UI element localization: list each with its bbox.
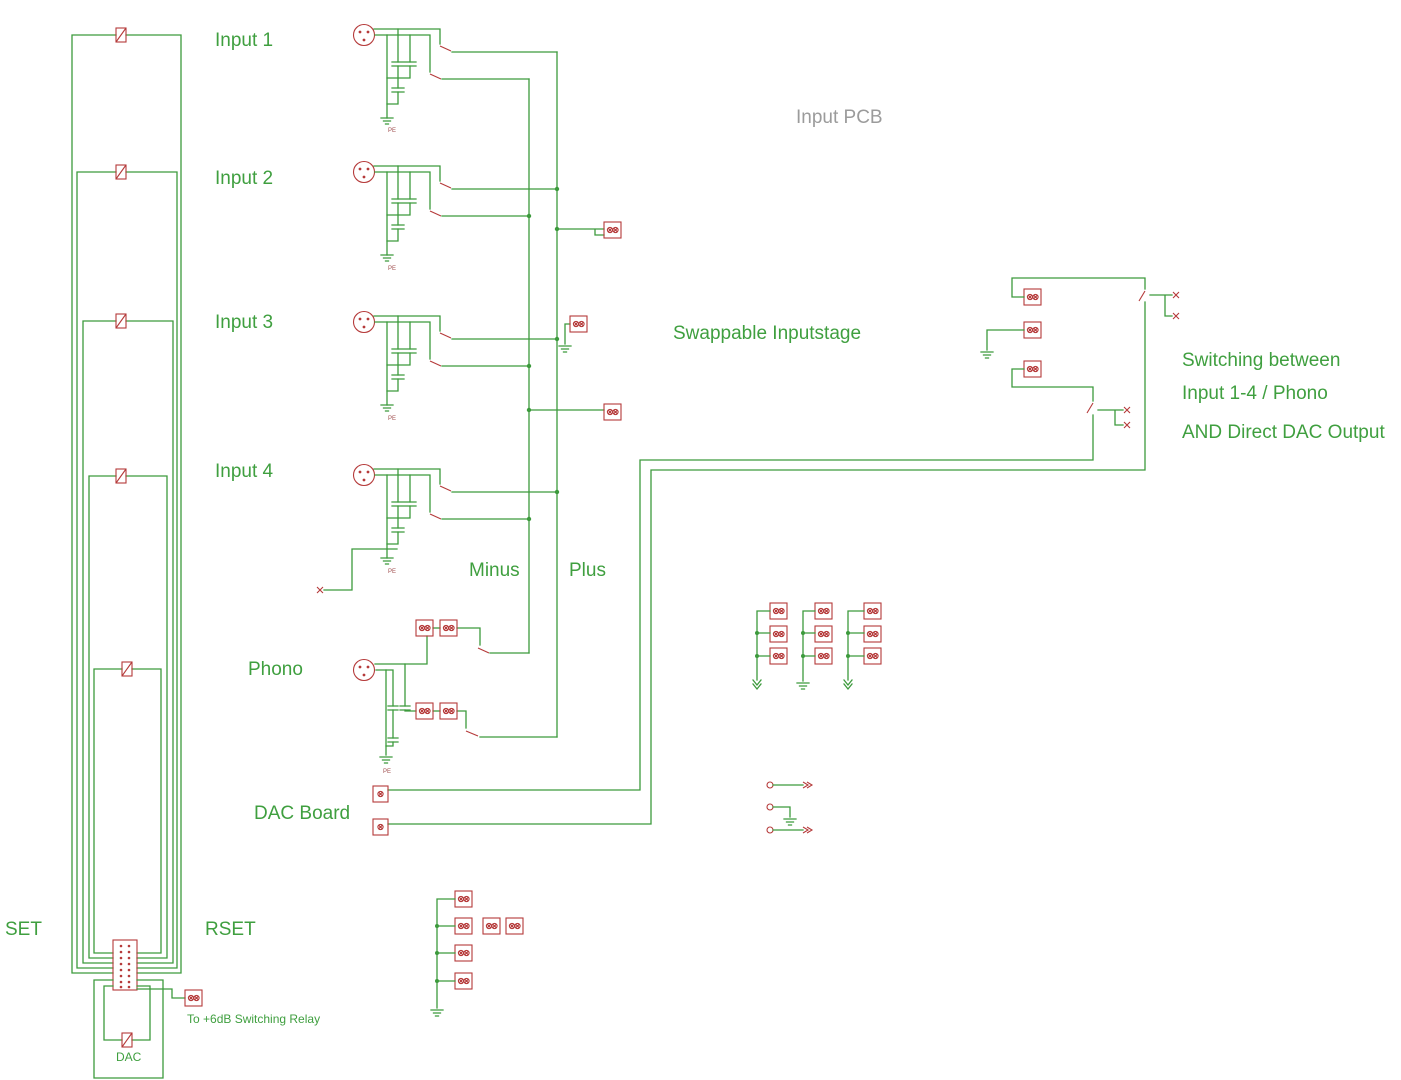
control-connector (112, 939, 138, 991)
phono-jumper-4 (439, 702, 458, 720)
rail-ground (783, 818, 797, 826)
enclosure-pad (316, 548, 398, 594)
pad-mark-2 (1172, 312, 1180, 320)
cluster-ground (430, 1009, 444, 1017)
label-switching-line-1: Switching between (1182, 350, 1340, 371)
label-input-4: Input 4 (215, 461, 274, 482)
relay-coil-k2 (115, 164, 127, 180)
gnd-in-ground (558, 345, 572, 353)
cluster-jumper-5 (454, 944, 473, 962)
pad-mark-4 (1123, 421, 1131, 429)
power-jumper-a2 (769, 625, 788, 643)
power-ground-symbol (796, 682, 810, 690)
label-dac-board: DAC Board (254, 803, 350, 824)
label-input-3: Input 3 (215, 312, 273, 333)
output-ground (980, 351, 994, 359)
power-jumper-b3 (814, 647, 833, 665)
pad-mark-3 (1123, 406, 1131, 414)
bottom-jumper-cluster (430, 890, 524, 1017)
phono-jumper-3 (415, 702, 434, 720)
cluster-jumper-6 (454, 972, 473, 990)
label-plus: Plus (569, 560, 606, 581)
jumper-6db (184, 989, 203, 1007)
loop-input-3 (82, 320, 174, 964)
phono-ground (379, 756, 393, 764)
loop-input-1 (71, 34, 182, 974)
power-jumper-c3 (863, 647, 882, 665)
relay-coil-loops (71, 27, 182, 974)
jumper-out-1 (1023, 288, 1042, 306)
loop-input-4 (88, 475, 168, 959)
label-swappable-inputstage: Swappable Inputstage (673, 323, 861, 344)
power-jumper-b2 (814, 625, 833, 643)
output-switching-circuit (387, 277, 1180, 825)
power-rail-labels (766, 781, 813, 834)
label-input-2: Input 2 (215, 168, 273, 189)
relay-coil-k4 (115, 468, 127, 484)
input-2-circuit (352, 160, 558, 262)
rail-arrow-negative (802, 826, 813, 834)
power-jumper-c2 (863, 625, 882, 643)
label-input-pcb: Input PCB (796, 107, 883, 128)
jumper-minus-out (603, 403, 622, 421)
input-1-circuit (352, 23, 558, 125)
label-minus: Minus (469, 560, 520, 581)
cluster-jumper-1 (454, 890, 473, 908)
relay-coil-dac (121, 1032, 133, 1048)
gain-relay-jumper (136, 988, 203, 1007)
input-3-circuit (352, 310, 558, 412)
ground-label-input-3: PE (388, 416, 396, 422)
rail-arrow-positive (802, 781, 813, 789)
label-input-1: Input 1 (215, 30, 273, 51)
dac-board-pin-2 (372, 818, 389, 836)
power-jumper-b1 (814, 602, 833, 620)
label-phono: Phono (248, 659, 303, 680)
jumper-gnd-out (1023, 321, 1042, 339)
ground-label-input-4: PE (388, 569, 396, 575)
minus-tap-jumper (528, 403, 622, 421)
label-relay-note: To +6dB Switching Relay (187, 1012, 320, 1026)
phono-jumper-1 (415, 619, 434, 637)
supply-negative-symbol (843, 679, 853, 690)
power-jumper-c1 (863, 602, 882, 620)
relay-coil-k1 (115, 27, 127, 43)
relay-coil-k5 (121, 661, 133, 677)
label-switching-line-3: AND Direct DAC Output (1182, 422, 1385, 443)
cluster-jumper-4 (505, 917, 524, 935)
power-connectors (752, 602, 882, 690)
label-rset: RSET (205, 919, 256, 940)
ground-label-input-1: PE (388, 128, 396, 134)
bus-junctions (526, 186, 560, 522)
enclosure-pad-mark (316, 586, 324, 594)
dac-relay-loop (93, 979, 164, 1079)
loop-input-2 (76, 171, 178, 969)
jumper-out-2 (1023, 360, 1042, 378)
dac-line-2 (387, 301, 1146, 825)
phono-jumper-2 (439, 619, 458, 637)
cluster-jumper-3 (482, 917, 501, 935)
dac-line-1 (387, 414, 1094, 791)
label-dac: DAC (116, 1050, 142, 1064)
relay-coil-k3 (115, 313, 127, 329)
jumper-gnd-in (569, 315, 588, 333)
loop-phono (93, 668, 162, 954)
power-jumper-a3 (769, 647, 788, 665)
supply-positive-symbol (752, 679, 762, 690)
ground-label-phono: PE (383, 769, 391, 775)
phono-circuit (352, 619, 558, 764)
pad-mark-1 (1172, 291, 1180, 299)
power-jumper-a1 (769, 602, 788, 620)
label-set: SET (5, 919, 42, 940)
ground-label-input-2: PE (388, 266, 396, 272)
plus-tap-jumper (556, 221, 622, 239)
dac-board-pin-1 (372, 785, 389, 803)
connector-pins (119, 944, 131, 989)
jumper-plus-out (603, 221, 622, 239)
label-switching-line-2: Input 1-4 / Phono (1182, 383, 1328, 404)
cluster-jumper-2 (454, 917, 473, 935)
gnd-in-jumper (558, 315, 588, 353)
